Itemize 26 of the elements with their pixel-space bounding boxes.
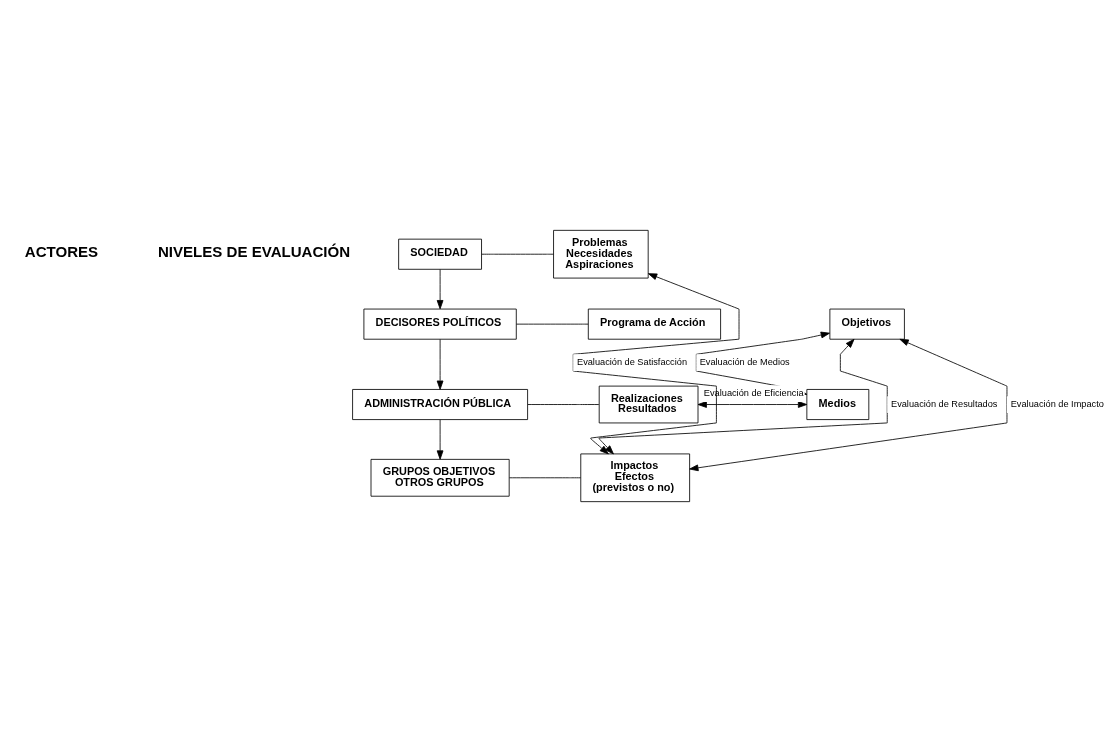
edge-label: Evaluación de Resultados	[891, 398, 998, 409]
label: ACTORES	[24, 242, 99, 260]
node-box: Problemas Necesidades Aspiraciones	[553, 229, 649, 278]
node-box: ADMINISTRACIÓN PÚBLICA	[352, 388, 528, 420]
arrow	[697, 400, 808, 408]
node-box: Objetivos	[829, 308, 905, 340]
node-box: Medios	[806, 388, 870, 420]
edge-label: Evaluación de Medios	[699, 356, 790, 367]
arrow	[436, 338, 444, 390]
arrow	[689, 338, 1008, 471]
edge-label: Evaluación de Satisfacción	[577, 356, 687, 367]
node-box: Programa de Acción	[587, 308, 722, 340]
label: NIVELES DE EVALUACIÓN	[157, 242, 351, 260]
arrow	[598, 338, 888, 454]
arrow	[436, 268, 444, 309]
node-box: DECISORES POLÍTICOS	[363, 308, 517, 340]
node-box: Realizaciones Resultados	[598, 385, 699, 423]
arrow	[436, 418, 444, 460]
connector	[516, 323, 589, 325]
connector	[527, 403, 600, 405]
node-box: Impactos Efectos (previstos o no)	[580, 453, 691, 502]
connector	[508, 476, 582, 478]
edge-label: Evaluación de Impacto	[1010, 398, 1104, 409]
connector	[481, 253, 554, 255]
node-box: SOCIEDAD	[398, 238, 482, 270]
node-box: GRUPOS OBJETIVOS OTROS GRUPOS	[370, 458, 510, 497]
